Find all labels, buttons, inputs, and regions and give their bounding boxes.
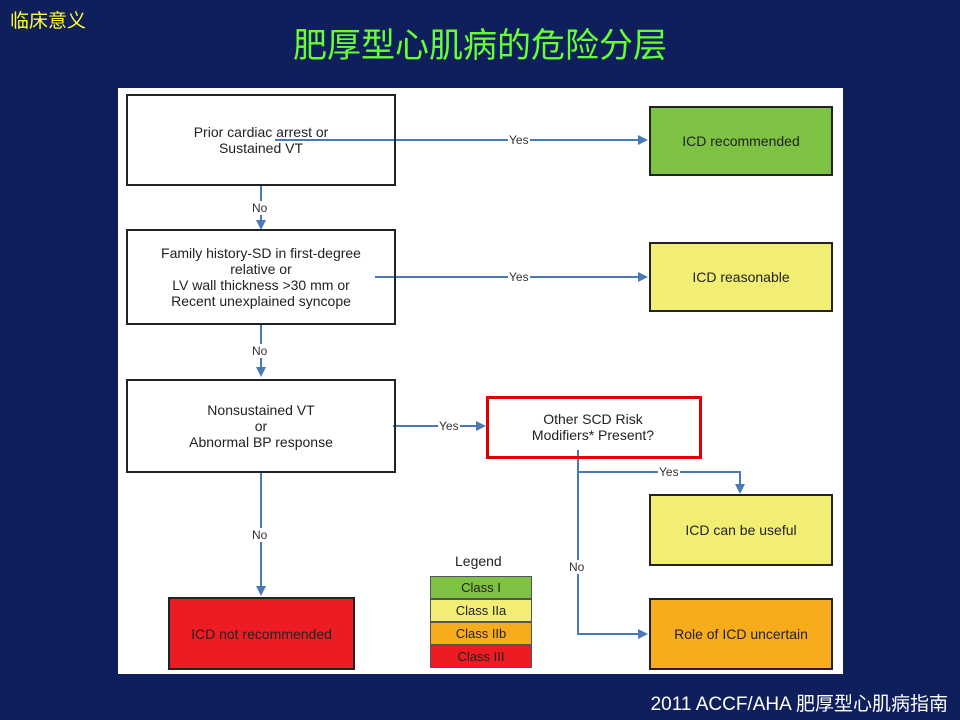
- highlight-rectangle: [486, 396, 702, 459]
- label-no-q1: No: [251, 201, 269, 215]
- footer-reference: 2011 ACCF/AHA 肥厚型心肌病指南: [650, 694, 948, 715]
- question-nonsustained-vt: Nonsustained VT or Abnormal BP response: [126, 379, 396, 473]
- legend-class-iii: Class III: [430, 645, 532, 668]
- label-yes-q3: Yes: [438, 419, 460, 433]
- label-no-q2: No: [251, 344, 269, 358]
- question-family-history: Family history-SD in first-degree relati…: [126, 229, 396, 325]
- slide-title: 肥厚型心肌病的危险分层: [293, 26, 667, 66]
- label-no-q4: No: [568, 560, 586, 574]
- legend-class-i: Class I: [430, 576, 532, 599]
- outcome-icd-uncertain: Role of ICD uncertain: [649, 598, 833, 670]
- question-other-risk-modifiers: Other SCD Risk Modifiers* Present?: [531, 411, 655, 443]
- legend-title: Legend: [455, 553, 502, 569]
- label-no-q3: No: [251, 528, 269, 542]
- outcome-icd-not-recommended: ICD not recommended: [168, 597, 355, 670]
- question-prior-arrest: Prior cardiac arrest or Sustained VT: [126, 94, 396, 186]
- legend-class-iia: Class IIa: [430, 599, 532, 622]
- legend-class-iib: Class IIb: [430, 622, 532, 645]
- outcome-icd-can-be-useful: ICD can be useful: [649, 494, 833, 566]
- label-yes-q2: Yes: [508, 270, 530, 284]
- outcome-icd-reasonable: ICD reasonable: [649, 242, 833, 312]
- flowchart-figure: Prior cardiac arrest or Sustained VT Fam…: [118, 88, 843, 674]
- section-tag: 临床意义: [10, 10, 87, 32]
- outcome-icd-recommended: ICD recommended: [649, 106, 833, 176]
- arrow-q4-no: [577, 450, 648, 639]
- label-yes-q1: Yes: [508, 133, 530, 147]
- label-yes-q4: Yes: [658, 465, 680, 479]
